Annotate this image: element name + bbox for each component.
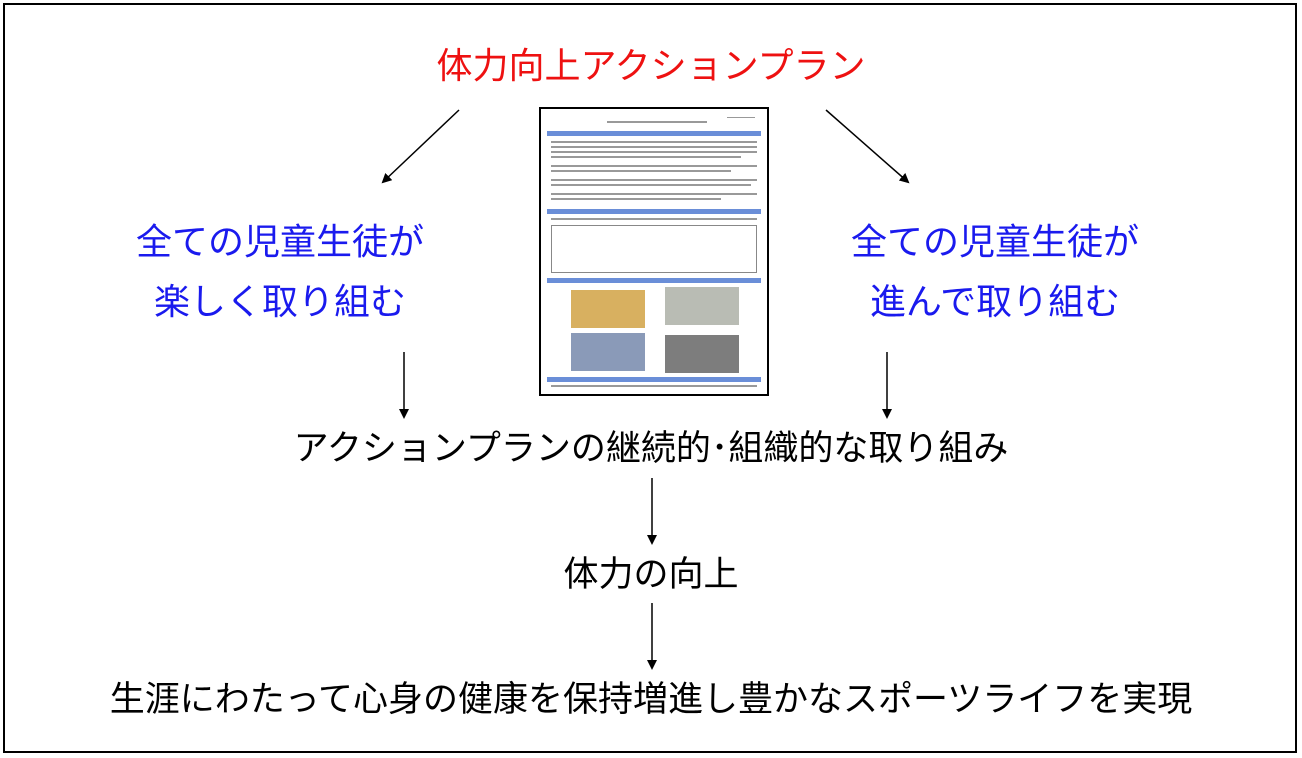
doc-text-line	[551, 193, 757, 195]
doc-photo	[665, 287, 739, 325]
action-plan-document-thumbnail	[539, 107, 769, 396]
doc-section-bar	[547, 131, 761, 136]
doc-text-line	[551, 165, 757, 167]
doc-text-line	[551, 156, 741, 158]
step-lifelong-sports: 生涯にわたって心身の健康を保持増進し豊かなスポーツライフを実現	[109, 680, 1193, 720]
doc-text-line	[551, 146, 757, 148]
doc-table	[551, 225, 757, 273]
doc-text-line	[551, 218, 757, 220]
diagram-frame	[3, 3, 1297, 753]
doc-section-bar	[547, 209, 761, 214]
doc-corner-line	[727, 117, 755, 118]
left-goal-line1: 全ての児童生徒が	[135, 222, 424, 263]
doc-text-line	[551, 141, 757, 143]
doc-text-line	[551, 385, 757, 387]
left-goal-line2: 楽しく取り組む	[153, 282, 406, 323]
step-fitness-improvement: 体力の向上	[563, 555, 739, 595]
doc-section-bar	[547, 278, 761, 283]
doc-heading-line	[607, 121, 707, 123]
right-goal-line2: 進んで取り組む	[869, 282, 1121, 323]
doc-text-line	[551, 198, 721, 200]
diagram-title: 体力向上アクションプラン	[436, 46, 866, 87]
step-continuous-effort: アクションプランの継続的･組織的な取り組み	[293, 429, 1009, 469]
doc-text-line	[551, 151, 757, 153]
doc-section-bar	[547, 377, 761, 382]
doc-photo	[571, 290, 645, 328]
doc-text-line	[551, 184, 751, 186]
doc-text-line	[551, 170, 731, 172]
arrow-title-to-left-goal	[381, 109, 460, 184]
left-goal: 全ての児童生徒が 楽しく取り組む	[110, 213, 450, 333]
right-goal: 全ての児童生徒が 進んで取り組む	[825, 213, 1165, 333]
doc-text-line	[551, 179, 757, 181]
doc-photo	[571, 333, 645, 371]
arrow-title-to-right-goal	[825, 109, 910, 184]
right-goal-line1: 全ての児童生徒が	[850, 222, 1139, 263]
doc-photo	[665, 335, 739, 373]
